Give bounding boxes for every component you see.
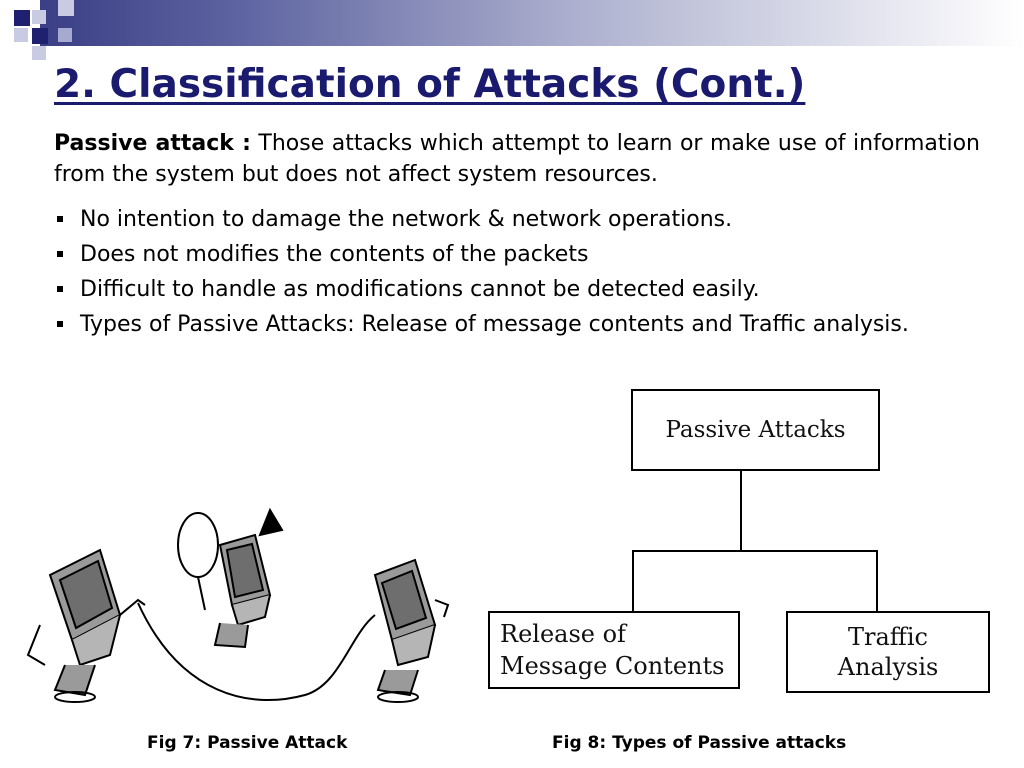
diagram-right-label-line2: Analysis [837,653,939,681]
connector-vertical-root [740,469,742,551]
diagram-left-box: Release of Message Contents [488,611,740,689]
passive-attack-illustration [26,507,450,703]
network-cable [137,602,376,701]
slide-title: 2. Classification of Attacks (Cont.) [54,62,806,107]
bullet-square-icon [57,286,63,292]
header-gradient-band [40,0,1024,46]
bullet-text: Difficult to handle as modifications can… [80,277,760,302]
diagram-right-label-line1: Traffic [848,623,928,651]
diagram-left-label-line2: Message Contents [500,652,725,680]
bullet-list: No intention to damage the network & net… [54,204,980,344]
diagram-right-box: Traffic Analysis [786,611,990,693]
diagram-root-box: Passive Attacks [631,389,880,471]
connector-horizontal [632,550,878,552]
header-decoration [0,0,1024,60]
fig8-caption: Fig 8: Types of Passive attacks [552,733,847,753]
bullet-square-icon [57,216,63,222]
list-item: No intention to damage the network & net… [54,204,980,235]
deco-square [32,46,46,60]
bullet-text: Does not modifies the contents of the pa… [80,242,589,267]
bullet-square-icon [57,251,63,257]
list-item: Types of Passive Attacks: Release of mes… [54,309,980,340]
diagram-root-label: Passive Attacks [665,417,846,443]
bullet-text: No intention to damage the network & net… [80,207,733,232]
bullet-square-icon [57,321,63,327]
receiver-computer-icon [373,558,450,703]
list-item: Does not modifies the contents of the pa… [54,239,980,270]
connector-vertical-right [876,550,878,612]
deco-square [14,28,28,42]
eavesdropper-computer-icon [177,507,284,649]
deco-square [32,10,46,24]
intro-term: Passive attack : [54,131,251,156]
intro-definition: Those attacks which attempt to learn or … [54,131,980,187]
connector-vertical-left [632,550,634,612]
intro-paragraph: Passive attack : Those attacks which att… [54,128,980,190]
deco-square [58,0,74,16]
deco-square [14,10,30,26]
fig7-caption: Fig 7: Passive Attack [147,733,348,753]
sender-computer-icon [26,548,146,703]
deco-square [32,28,48,44]
list-item: Difficult to handle as modifications can… [54,274,980,305]
bullet-text: Types of Passive Attacks: Release of mes… [80,312,909,337]
deco-square [58,28,72,42]
diagram-left-label-line1: Release of [500,620,626,648]
